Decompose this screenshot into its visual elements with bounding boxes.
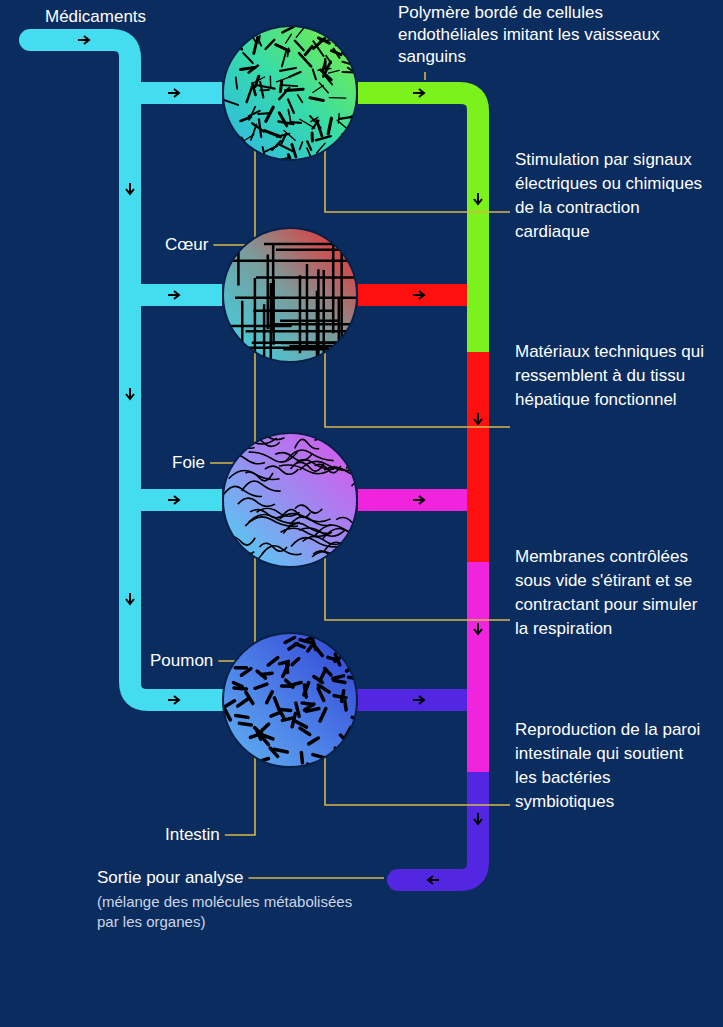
callout-text: Reproduction de la paroi intestinale qui… (515, 718, 705, 814)
organ-illustration (222, 432, 358, 568)
organ-illustration (222, 632, 358, 768)
output-pipe (358, 500, 478, 772)
organ-label: Cœur (165, 234, 208, 256)
leader-line (325, 352, 510, 427)
leader-line (213, 150, 255, 245)
leader-line (225, 757, 255, 835)
organ-label: Poumon (150, 650, 213, 672)
callout-text: Stimulation par signaux électriques ou c… (515, 148, 705, 244)
organ-circle: Intestin (222, 632, 358, 768)
organ-illustration (222, 25, 358, 161)
output-label: Sortie pour analyse (97, 867, 243, 889)
output-pipe (358, 295, 478, 562)
callout-text: Membranes contrôlées sous vide s'étirant… (515, 545, 705, 641)
organ-label: Intestin (165, 824, 220, 846)
organ-label: Foie (172, 452, 205, 474)
input-label: Médicaments (45, 6, 146, 28)
input-branch (130, 93, 222, 500)
leader-line (325, 150, 510, 212)
output-pipe (358, 700, 478, 880)
flow-arrows (78, 36, 482, 884)
leader-line (248, 877, 384, 879)
organ-circle: Poumon (222, 432, 358, 568)
organ-illustration (222, 227, 358, 363)
leader-line (424, 72, 426, 80)
callout-text: Matériaux techniques qui ressemblent à d… (515, 340, 705, 412)
leader-line (325, 557, 510, 620)
callout-text: Polymère bordé de cellules endothéliales… (398, 2, 703, 68)
leader-line (325, 757, 510, 805)
organ-circle: Cœur (222, 25, 358, 161)
output-note: (mélange des molécules métabolisées par … (97, 892, 357, 932)
organ-circle: Foie (222, 227, 358, 363)
output-pipe (358, 93, 478, 352)
input-pipe (30, 40, 222, 700)
